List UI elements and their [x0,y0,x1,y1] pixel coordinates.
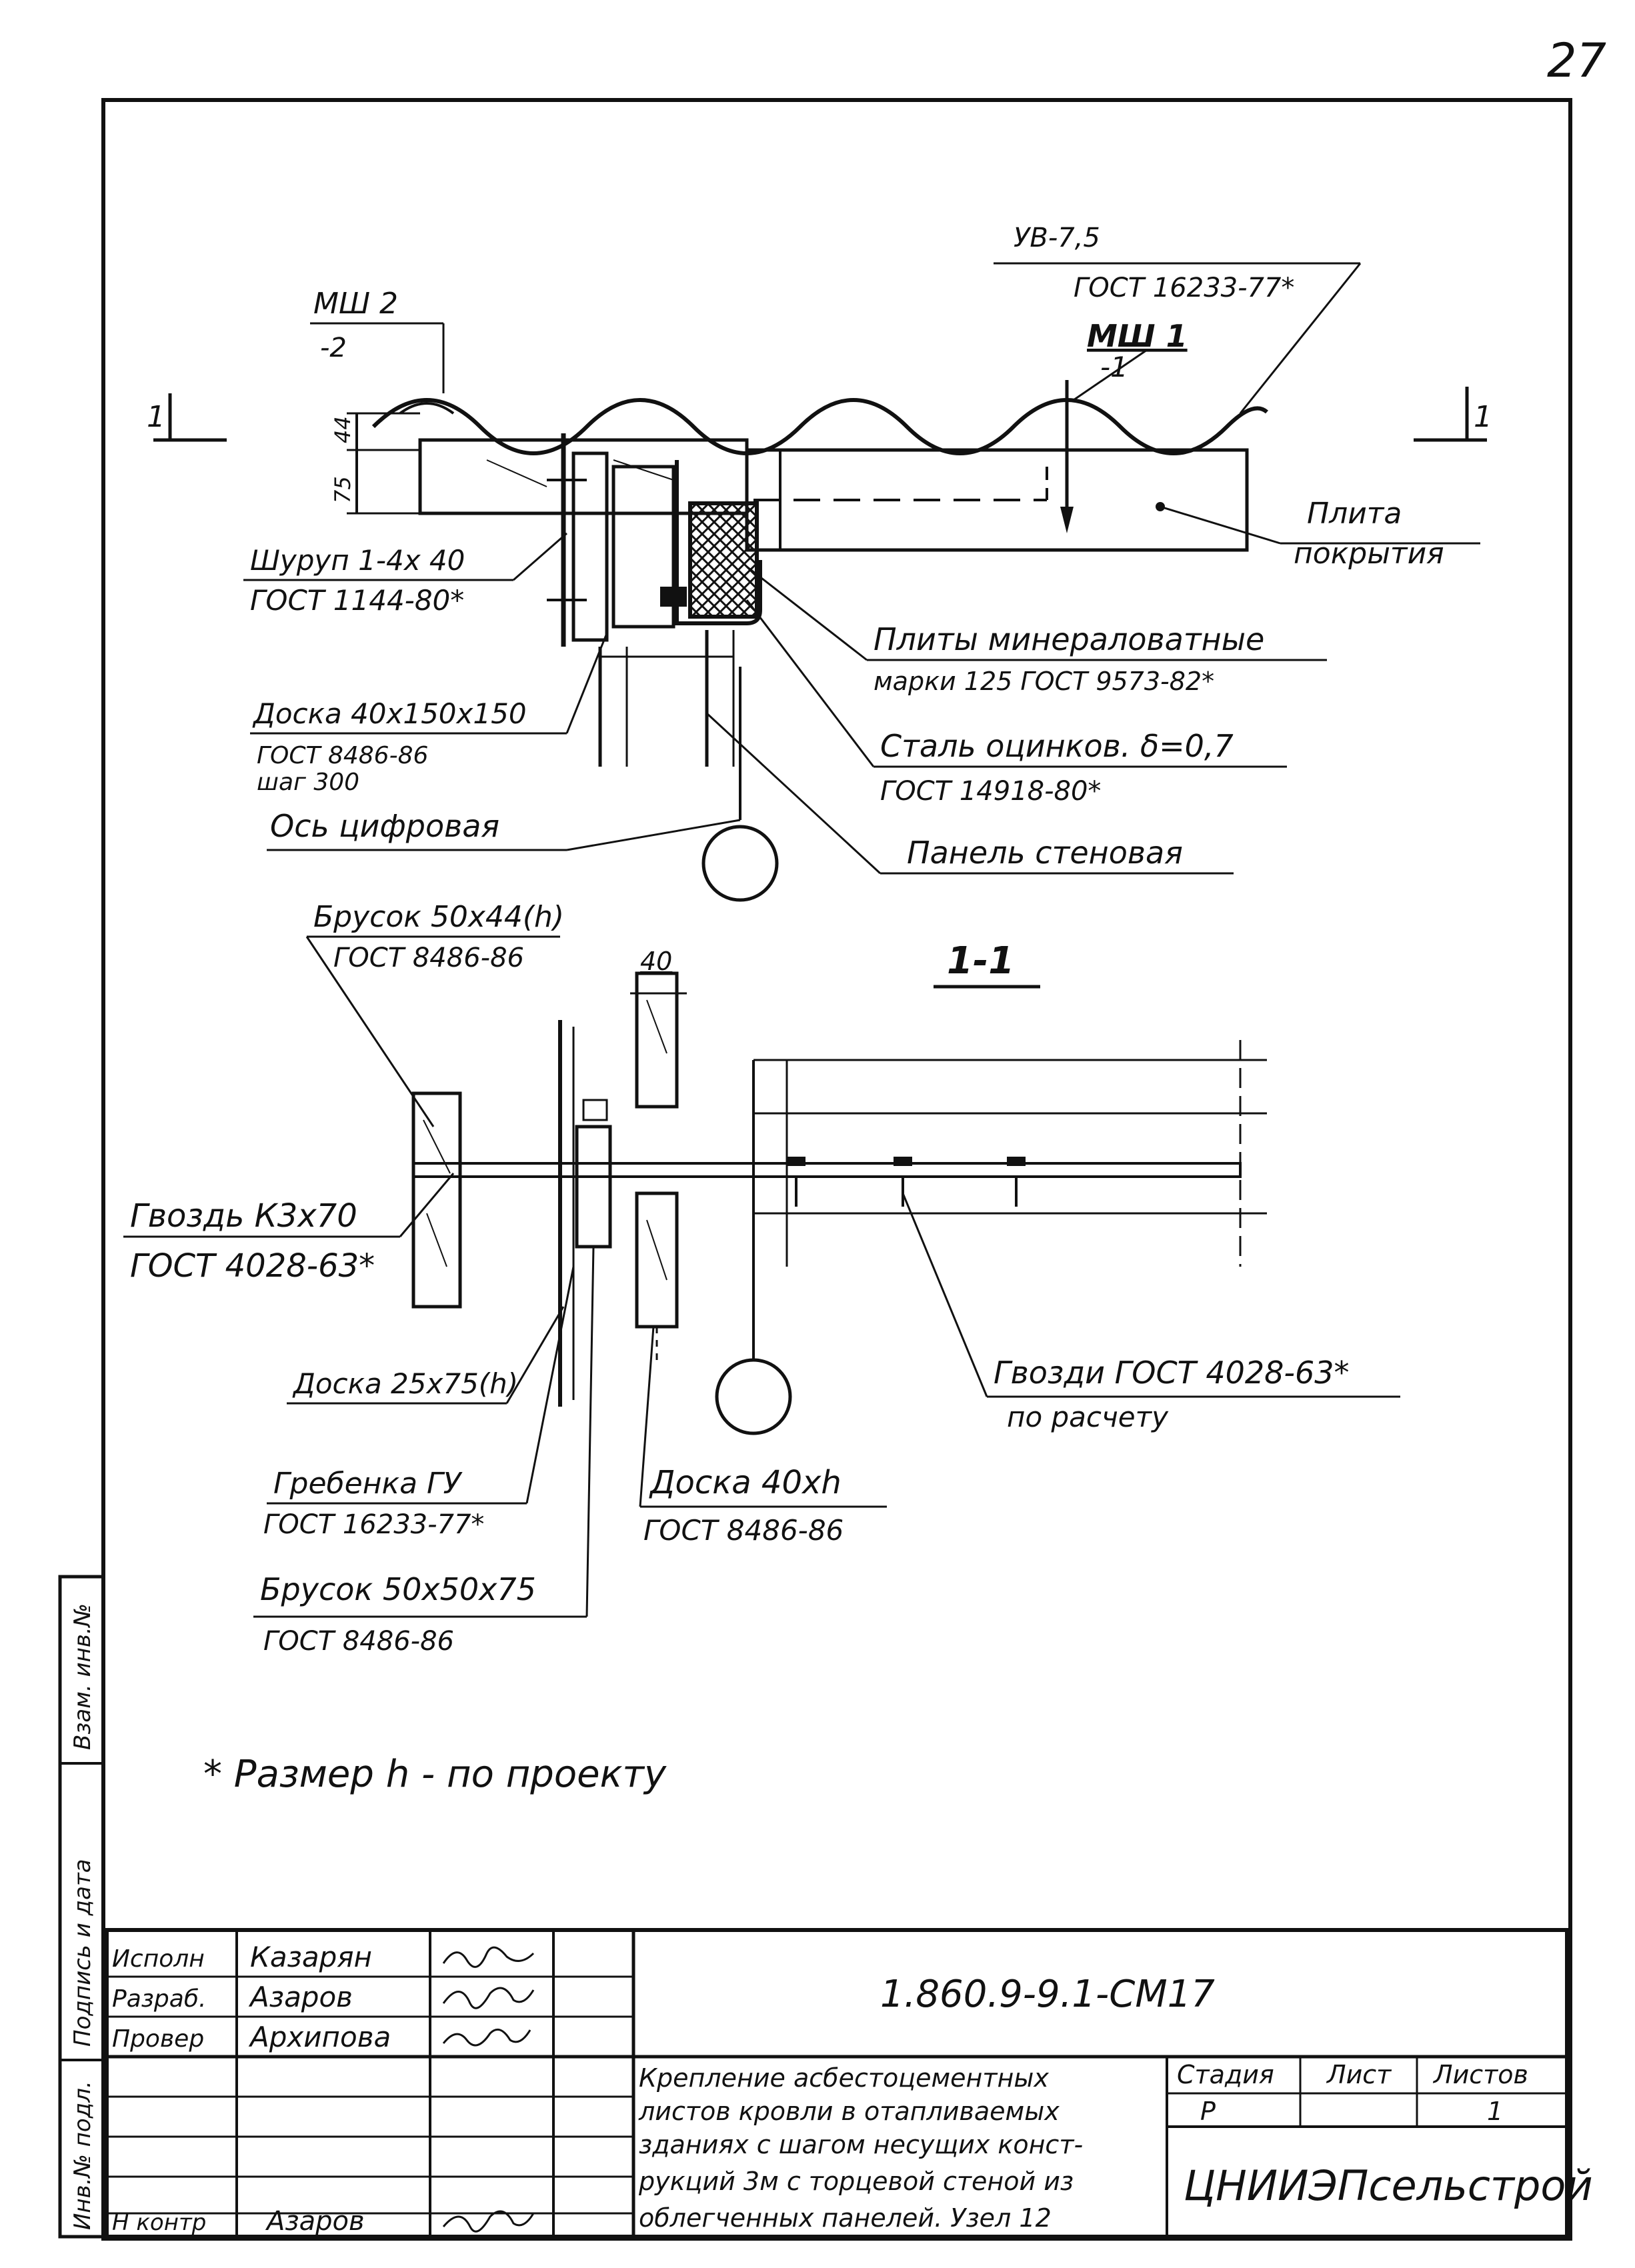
label-axis: Ось цифровая [270,808,499,844]
label-board25: Доска 25х75(h) [292,1367,518,1400]
label-board-gost: ГОСТ 8486-86 [257,742,428,769]
section-title: 1-1 [947,939,1014,983]
roof-sheet-section [412,1162,1242,1178]
label-comb-gost: ГОСТ 16233-77* [263,1509,484,1540]
signature-2 [442,2028,531,2047]
role-1: Разраб. [112,1985,206,2013]
label-msh2-n: -2 [320,333,347,363]
label-steel-1: Сталь оцинков. δ=0,7 [880,728,1234,764]
drawing-frame [101,98,1572,2241]
description-line-3: рукций 3м с торцевой стеной из [638,2167,1074,2196]
role-6: Н контр [112,2209,206,2236]
document-code: 1.860.9-9.1-СМ17 [880,1973,1215,2016]
sheets-label: Листов [1432,2060,1528,2089]
label-slab-2: покрытия [1294,537,1444,571]
name-2: Архипова [248,2021,391,2053]
label-board40h-gost: ГОСТ 8486-86 [643,1514,844,1547]
board-40xh [635,971,679,1109]
label-nail1-gost: ГОСТ 4028-63* [130,1247,375,1285]
description-line-1: листов кровли в отапливаемых [638,2097,1060,2126]
dim-44: 44 [330,416,355,443]
label-nail1: Гвоздь К3х70 [130,1197,357,1235]
label-msh2: МШ 2 [313,287,398,321]
mineral-wool [688,501,759,619]
name-1: Азаров [248,1981,353,2013]
side-stamp: Инв.№ подл. Подпись и дата Взам. инв.№ [58,1575,105,2239]
section-mark-right: 1 [1474,400,1492,434]
steel-flashing [675,460,762,625]
footnote: * Размер h - по проекту [203,1753,667,1796]
name-6: Азаров [265,2206,365,2237]
label-uv-gost: ГОСТ 16233-77* [1074,273,1294,303]
title-block: Исполн Казарян Разраб. Азаров Провер Арх… [105,1928,1593,2239]
stamp-inv-no: Инв.№ подл. [69,2081,96,2230]
label-mineral-1: Плиты минераловатные [874,621,1264,657]
stamp-replaces-inv: Взам. инв.№ [69,1603,96,1750]
description-line-4: облегченных панелей. Узел 12 [639,2203,1052,2233]
label-board40h: Доска 40хh [649,1464,842,1501]
label-steel-2: ГОСТ 14918-80* [880,776,1101,807]
label-board-step: шаг 300 [257,769,359,796]
organization: ЦНИИЭПсельстрой [1184,2161,1593,2210]
stage-label: Стадия [1177,2060,1274,2089]
label-bar1: Брусок 50х44(h) [313,900,564,934]
description-line-0: Крепление асбестоцементных [639,2063,1049,2093]
label-bar2: Брусок 50х50х75 [260,1571,536,1607]
label-bar1-gost: ГОСТ 8486-86 [333,943,524,973]
roof-slab [745,448,1249,552]
section-mark-left: 1 [147,400,165,434]
label-screw-gost: ГОСТ 1144-80* [250,584,464,617]
axis-bubble-section [715,1358,792,1435]
label-slab-1: Плита [1307,497,1402,531]
sheets-value: 1 [1487,2097,1503,2126]
label-mineral-2: марки 125 ГОСТ 9573-82* [874,667,1214,696]
signature-6 [442,2210,535,2233]
signature-0 [442,1946,535,1968]
stamp-sign-date: Подпись и дата [69,1859,96,2047]
page-number: 27 [1547,33,1606,88]
label-uv: УВ-7,5 [1014,223,1100,253]
section-detail: 1-1 40 [123,900,1400,1657]
dim-75: 75 [330,476,355,503]
roof-sheet [371,398,1269,455]
bar-50x44 [411,1091,462,1309]
stage-value: Р [1200,2097,1216,2126]
label-msh1: МШ 1 [1087,318,1188,354]
sheet-label: Лист [1326,2060,1392,2089]
label-board: Доска 40х150х150 [252,697,527,730]
label-wall-panel: Панель стеновая [907,835,1183,871]
top-detail: 75 44 1 1 УВ-7,5 ГОСТ 16233-77* МШ 1 -1 … [147,223,1492,902]
name-0: Казарян [250,1941,372,1973]
role-2: Провер [112,2025,204,2053]
label-nails2: Гвозди ГОСТ 4028-63* [994,1355,1350,1391]
role-0: Исполн [112,1945,205,1973]
signature-1 [442,1987,535,2009]
label-nails2-note: по расчету [1007,1401,1169,1433]
dim-40: 40 [640,947,672,976]
label-screw: Шуруп 1-4х 40 [250,544,465,577]
description-line-2: зданиях с шагом несущих конст- [639,2130,1083,2159]
axis-bubble-top [701,825,779,902]
label-comb: Гребенка ГУ [273,1467,463,1501]
label-bar2-gost: ГОСТ 8486-86 [263,1626,454,1657]
